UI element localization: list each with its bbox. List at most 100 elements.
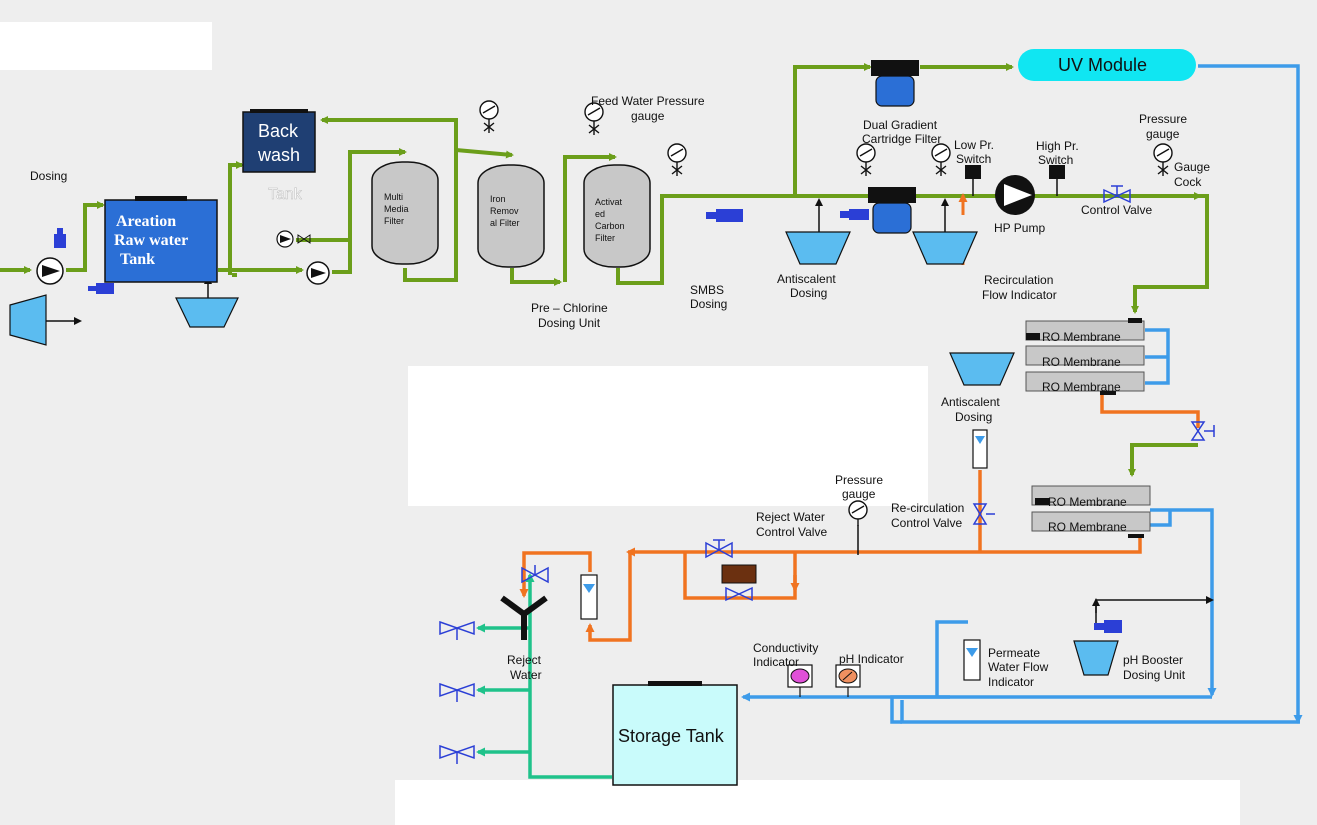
permeate-label-3: Indicator [988,675,1034,689]
dual-gradient-label-1: Dual Gradient [863,118,938,132]
backwash-pump-icon [306,261,330,285]
ro-membrane-label-2: RO Membrane [1042,355,1121,369]
recirc-flow-meter-icon [972,429,988,469]
recirc-flow-label-2: Flow Indicator [982,288,1057,302]
iron-label-3: al Filter [490,218,520,228]
low-pr-label-2: Switch [956,152,991,166]
permeate-label-1: Permeate [988,646,1040,660]
smbs-label-2: Dosing [690,297,727,311]
antiscalent-1-label-1: Antiscalent [777,272,836,286]
control-valve-icon [1103,185,1131,204]
reject-valve-label-2: Control Valve [756,525,827,539]
reject-outlet-valve-icon [521,565,549,584]
recirc-valve-label-2: Control Valve [891,516,962,530]
pressure-gauge-top-label-1: Pressure [1139,112,1187,126]
activated-carbon-filter: Activat ed Carbon Filter [583,164,651,268]
conductivity-label-2: Indicator [753,655,799,669]
smbs-motor-icon [706,209,743,222]
permeate-flow-meter-icon [963,639,981,681]
drain-valve-icon [439,620,475,764]
backwash-label-2: wash [257,145,300,165]
ro-membrane-label-4: RO Membrane [1048,495,1127,509]
high-pr-label-2: Switch [1038,153,1073,167]
low-pr-label-1: Low Pr. [954,138,994,152]
feed-gauge-label-1: Feed Water Pressure [591,94,705,108]
pre-chlorine-label-2: Dosing Unit [538,316,601,330]
reject-flow-meter-icon [580,574,598,620]
aeration-dosing-cone [175,297,239,328]
iron-label-2: Remov [490,206,519,216]
hp-pump-icon [995,175,1035,215]
antiscalent-dosing-cone-1 [785,231,851,265]
cartridge-filter-bottom [840,187,916,234]
reject-control-valve-icon [705,539,753,602]
high-pr-label-1: High Pr. [1036,139,1079,153]
aeration-label-3: Tank [120,251,155,268]
gauge-cock-label-1: Gauge [1174,160,1210,174]
conductivity-indicator-icon [787,664,813,697]
antiscalent-2-label-1: Antiscalent [941,395,1000,409]
dosing-left-label: Dosing [30,169,67,183]
multimedia-filter: Multi Media Filter [371,161,439,265]
reject-water-label-2: Water [510,668,542,682]
motor-icon [88,283,114,294]
backwash-small-pump-icon [276,230,311,248]
reject-flow-orifice [721,564,757,584]
ro-membrane-bank-1: RO Membrane RO Membrane RO Membrane [1025,318,1145,395]
ro-membrane-bank-2: RO Membrane RO Membrane [1031,485,1151,538]
antiscalent-1-label-2: Dosing [790,286,827,300]
antiscalent-2-label-2: Dosing [955,410,992,424]
reject-water-label-1: Reject [507,653,542,667]
uv-module-label: UV Module [1058,55,1147,75]
ro-membrane-label-3: RO Membrane [1042,380,1121,394]
blue-pipes [741,64,1303,724]
backwash-label-1: Back [258,121,299,141]
high-pressure-switch-icon [1049,165,1065,196]
pre-chlorine-label-1: Pre – Chlorine [531,301,608,315]
control-valve-label: Control Valve [1081,203,1152,217]
smbs-label-1: SMBS [690,283,724,297]
recirc-flow-label-1: Recirculation [984,273,1053,287]
dosing-pump-icon [54,228,66,248]
blower-icon [9,294,47,346]
carbon-label-1: Activat [595,197,623,207]
ph-booster-dosing-icon [1073,620,1122,676]
backwash-tank-label: Tank [268,186,303,203]
cartridge-filter-top [871,60,919,107]
backwash-tank: Back wash Tank [242,109,316,203]
ph-booster-label-1: pH Booster [1123,653,1183,667]
orange-pipes [519,193,1200,642]
multimedia-label-3: Filter [384,216,404,226]
carbon-label-2: ed [595,209,605,219]
recirc-valve-label-1: Re-circulation [891,501,964,515]
aeration-label-2: Raw water [114,232,188,249]
reject-valve-label-1: Reject Water [756,510,825,524]
dual-gradient-label-2: Cartridge Filter [862,132,941,146]
raw-water-pump-icon [36,257,64,285]
recirc-control-valve-icon [972,503,995,525]
inter-stage-valve-icon [1190,421,1215,441]
aeration-raw-water-tank: Areation Raw water Tank [104,196,218,283]
conductivity-label-1: Conductivity [753,641,818,655]
storage-tank-label: Storage Tank [618,726,725,746]
antiscalent-dosing-cone-2 [912,231,978,265]
aeration-label-1: Areation [116,213,176,230]
pressure-gauge-icon [479,100,1173,526]
pressure-gauge-top-label-2: gauge [1146,127,1180,141]
iron-removal-filter: Iron Remov al Filter [477,164,545,268]
reject-y-junction-icon [500,595,548,640]
carbon-label-4: Filter [595,233,615,243]
low-pressure-switch-icon [965,165,981,196]
pressure-gauge-mid-label-1: Pressure [835,473,883,487]
storage-tank: Storage Tank [612,681,738,786]
ph-indicator-label: pH Indicator [839,652,904,666]
pressure-gauge-mid-label-2: gauge [842,487,876,501]
hp-pump-label: HP Pump [994,221,1045,235]
ph-booster-label-2: Dosing Unit [1123,668,1186,682]
ro-membrane-label-1: RO Membrane [1042,330,1121,344]
multimedia-label-1: Multi [384,192,403,202]
gauge-cock-label-2: Cock [1174,175,1202,189]
ro-membrane-label-5: RO Membrane [1048,520,1127,534]
